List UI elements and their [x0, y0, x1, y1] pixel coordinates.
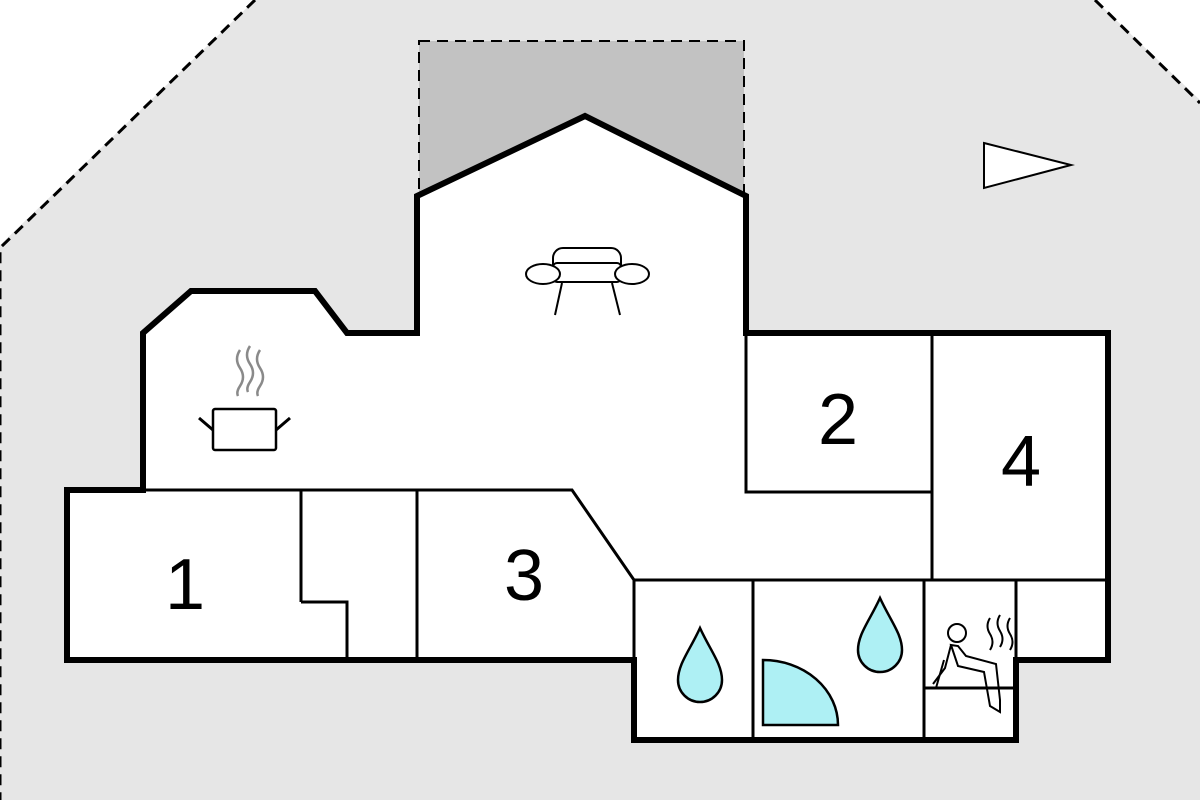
sauna-icon: [932, 614, 1014, 714]
sofa-icon: [525, 247, 650, 316]
room-number-3: 3: [504, 536, 544, 616]
water-drop-icon: [676, 624, 724, 704]
plot-boundary-left: [0, 0, 257, 800]
interior-walls: [143, 333, 1108, 740]
water-drop-icon: [856, 594, 904, 674]
room-number-4: 4: [1001, 422, 1041, 502]
room-number-1: 1: [165, 545, 205, 625]
shower-cabin-icon: [761, 658, 840, 727]
north-arrow-icon: [983, 141, 1075, 190]
room-number-2: 2: [818, 380, 858, 460]
cooking-pot-icon: [198, 345, 291, 452]
plot-boundary-right: [1093, 0, 1200, 105]
